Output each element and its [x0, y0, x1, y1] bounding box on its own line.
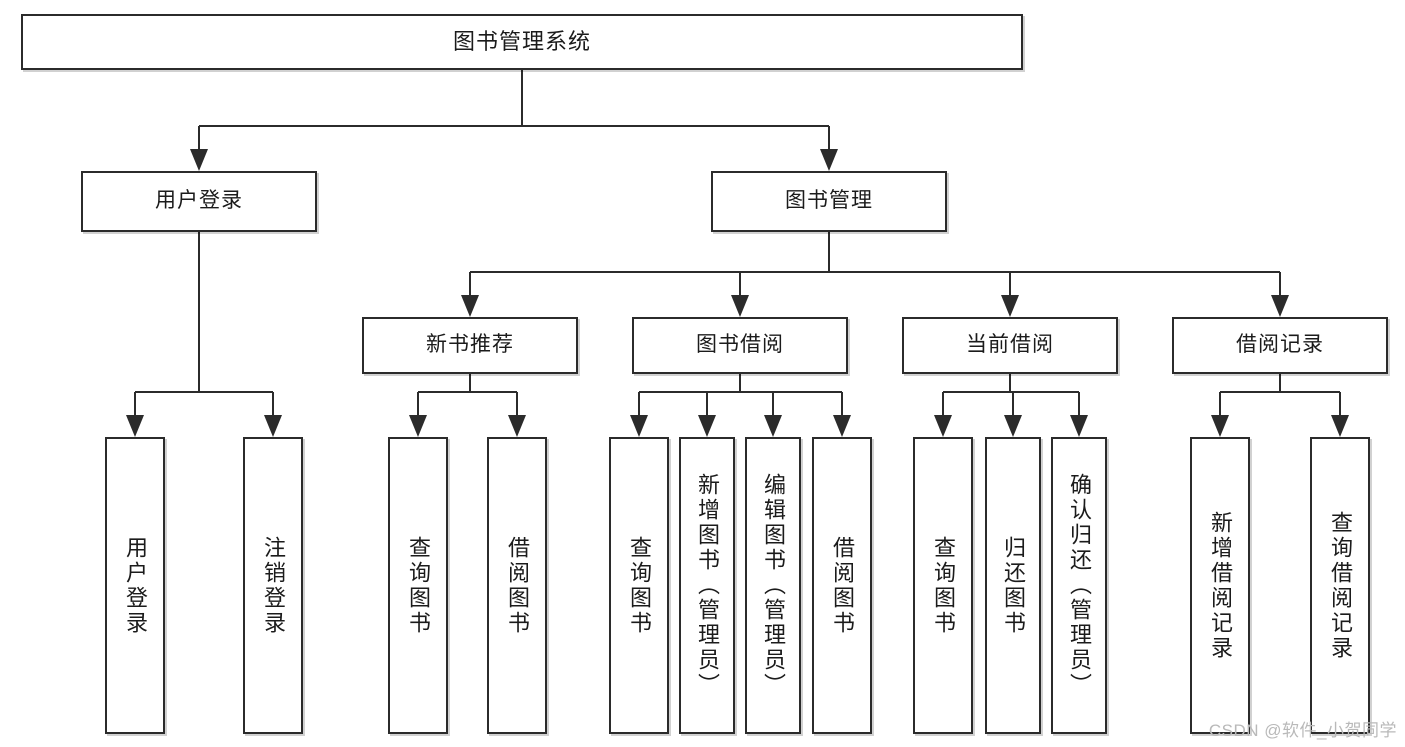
node-label-l10: 归还图书: [1001, 535, 1026, 636]
node-label-l1: 用户登录: [123, 535, 148, 636]
arrowhead-l11: [1070, 415, 1088, 437]
arrowhead-l2: [264, 415, 282, 437]
node-l1[interactable]: 用户登录: [105, 437, 165, 734]
node-label-l13: 查询借阅记录: [1328, 510, 1353, 661]
node-label-l12: 新增借阅记录: [1208, 510, 1233, 661]
node-label-l3: 查询图书: [406, 535, 431, 636]
node-label-root: 图书管理系统: [452, 29, 591, 55]
arrowhead-l13: [1331, 415, 1349, 437]
node-bookmgr[interactable]: 图书管理: [711, 171, 947, 232]
node-label-current: 当前借阅: [966, 333, 1054, 357]
node-l7[interactable]: 编辑图书（管理员）: [745, 437, 801, 734]
node-label-l6: 新增图书（管理员）: [695, 473, 720, 698]
arrowhead-newrec: [461, 295, 479, 317]
node-label-l7: 编辑图书（管理员）: [761, 473, 786, 698]
node-label-l11: 确认归还（管理员）: [1067, 473, 1092, 698]
arrowhead-bookmgr: [820, 149, 838, 171]
node-records[interactable]: 借阅记录: [1172, 317, 1388, 374]
arrowhead-l4: [508, 415, 526, 437]
node-l2[interactable]: 注销登录: [243, 437, 303, 734]
arrowhead-l5: [630, 415, 648, 437]
node-l10[interactable]: 归还图书: [985, 437, 1041, 734]
node-l6[interactable]: 新增图书（管理员）: [679, 437, 735, 734]
arrowhead-l10: [1004, 415, 1022, 437]
node-label-l2: 注销登录: [261, 535, 286, 636]
arrowhead-l3: [409, 415, 427, 437]
arrowhead-login: [190, 149, 208, 171]
node-l12[interactable]: 新增借阅记录: [1190, 437, 1250, 734]
arrowhead-l12: [1211, 415, 1229, 437]
arrowhead-l1: [126, 415, 144, 437]
node-l4[interactable]: 借阅图书: [487, 437, 547, 734]
node-login[interactable]: 用户登录: [81, 171, 317, 232]
node-label-l5: 查询图书: [627, 535, 652, 636]
arrowhead-l6: [698, 415, 716, 437]
node-l9[interactable]: 查询图书: [913, 437, 973, 734]
arrowhead-l7: [764, 415, 782, 437]
node-l11[interactable]: 确认归还（管理员）: [1051, 437, 1107, 734]
node-label-bookmgr: 图书管理: [785, 189, 873, 213]
arrowhead-l9: [934, 415, 952, 437]
node-l3[interactable]: 查询图书: [388, 437, 448, 734]
node-borrow[interactable]: 图书借阅: [632, 317, 848, 374]
node-label-borrow: 图书借阅: [696, 333, 784, 357]
node-label-login: 用户登录: [155, 189, 243, 213]
arrowhead-current: [1001, 295, 1019, 317]
node-label-l9: 查询图书: [931, 535, 956, 636]
node-label-records: 借阅记录: [1236, 333, 1324, 357]
node-newrec[interactable]: 新书推荐: [362, 317, 578, 374]
node-root[interactable]: 图书管理系统: [21, 14, 1023, 70]
arrowhead-l8: [833, 415, 851, 437]
arrowhead-borrow: [731, 295, 749, 317]
node-l13[interactable]: 查询借阅记录: [1310, 437, 1370, 734]
node-label-newrec: 新书推荐: [426, 333, 514, 357]
arrowhead-records: [1271, 295, 1289, 317]
node-label-l8: 借阅图书: [830, 535, 855, 636]
node-current[interactable]: 当前借阅: [902, 317, 1118, 374]
node-label-l4: 借阅图书: [505, 535, 530, 636]
node-l5[interactable]: 查询图书: [609, 437, 669, 734]
node-l8[interactable]: 借阅图书: [812, 437, 872, 734]
